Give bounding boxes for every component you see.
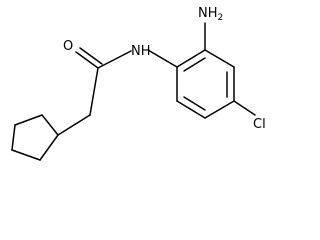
bond-ring5-3 — [11, 149, 41, 161]
bonds — [11, 22, 256, 161]
bond-ring-ch2 — [57, 114, 91, 136]
bond-carbonyl-double-a — [75, 51, 99, 69]
bond-benzene-4 — [204, 100, 235, 119]
bond-benzene-5 — [176, 100, 206, 119]
bond-benzene-inner-3 — [183, 96, 206, 111]
bond-benzene-1 — [176, 49, 206, 68]
bond-carbonyl-nh — [97, 50, 132, 69]
amino-group-label: NH2 — [198, 6, 223, 23]
amino-nh-text: NH — [198, 6, 218, 21]
bond-ring5-2 — [11, 124, 16, 151]
carbonyl-oxygen-label: O — [63, 39, 73, 54]
bond-benzene-2 — [204, 49, 235, 68]
amino-subscript: 2 — [218, 13, 224, 23]
bond-ring5-5 — [41, 114, 59, 136]
bond-aryl-cl — [233, 100, 256, 116]
atom-labels: O NH NH2 Cl — [63, 6, 266, 132]
amide-nh-label: NH — [131, 44, 151, 59]
structure-diagram: O NH NH2 Cl — [11, 6, 266, 161]
chlorine-label: Cl — [253, 117, 266, 132]
bond-ring5-1 — [14, 114, 43, 126]
bond-ring5-4 — [39, 134, 59, 161]
bond-ch2-carbonyl — [89, 67, 99, 116]
bond-nh-aryl — [147, 49, 178, 68]
bond-benzene-inner-1 — [183, 57, 206, 72]
bond-carbonyl-double-b — [79, 47, 103, 65]
